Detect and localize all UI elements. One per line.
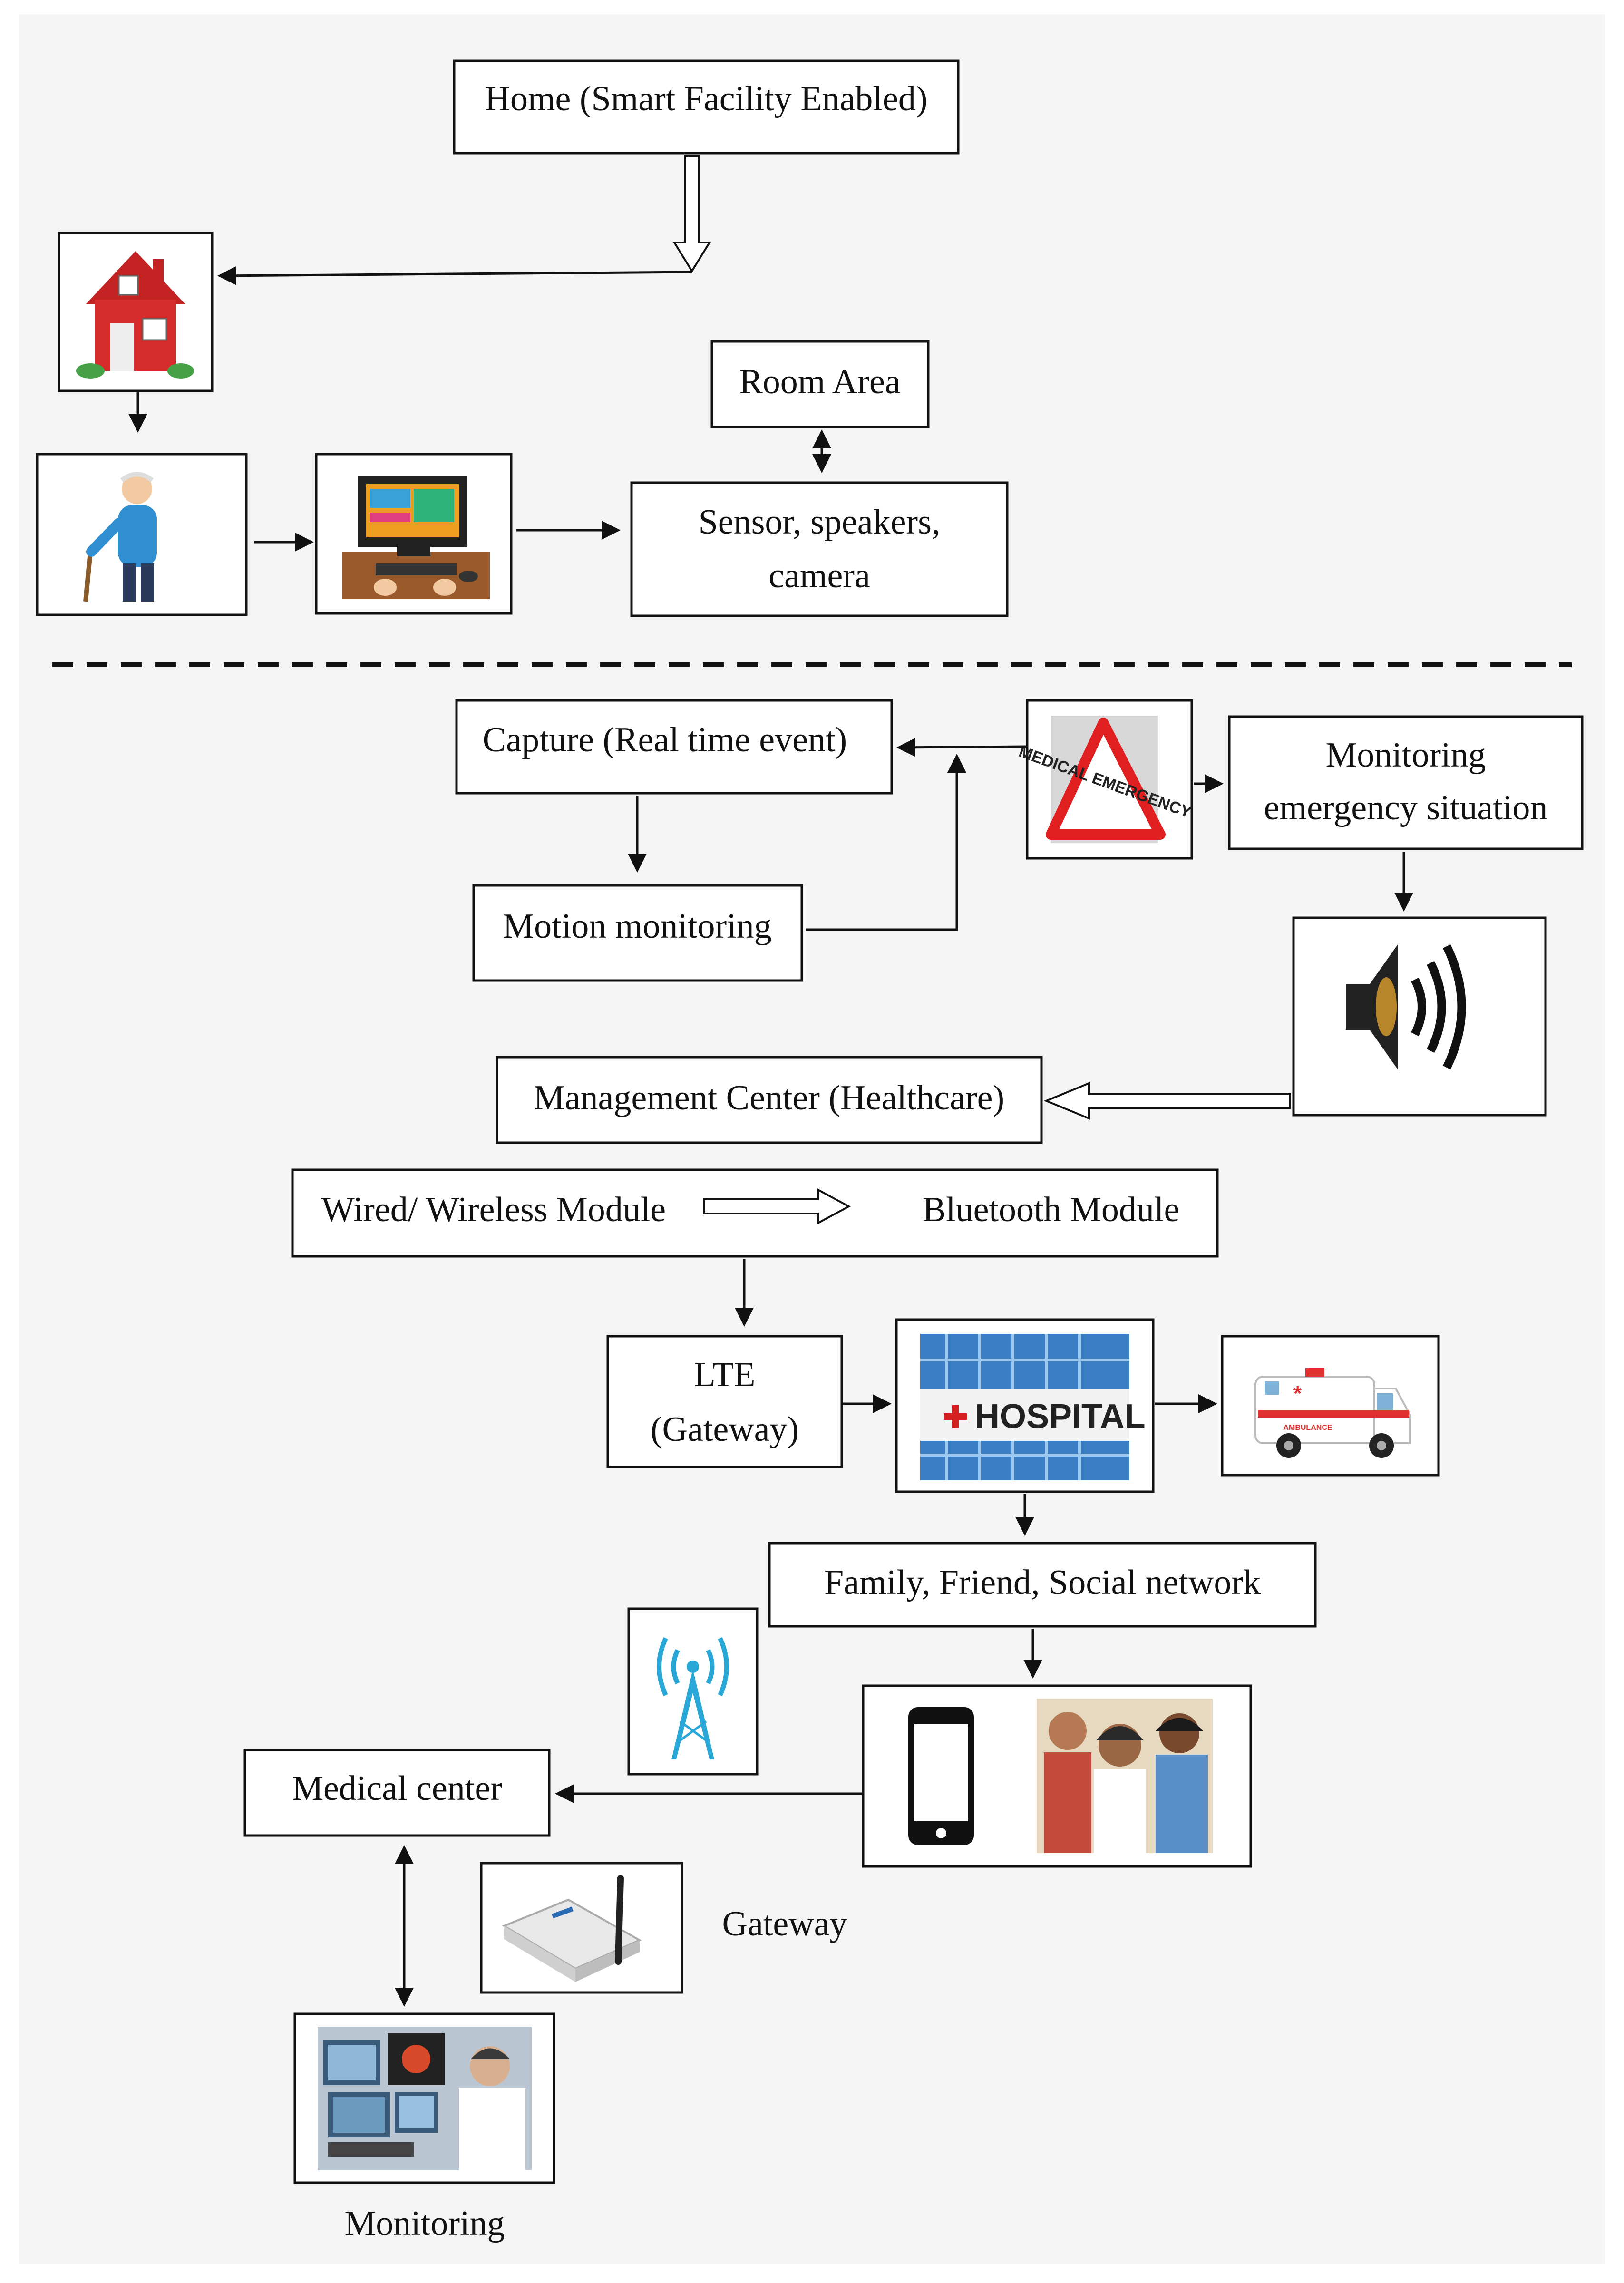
sensor-box: Sensor, speakers, camera — [630, 481, 1009, 617]
hospital-sign-text: HOSPITAL — [975, 1398, 1146, 1436]
management-label: Management Center (Healthcare) — [534, 1078, 1004, 1117]
monitoring-room-icon — [318, 2027, 532, 2170]
lte-label-line2: (Gateway) — [651, 1410, 799, 1449]
hospital-icon: HOSPITAL — [920, 1334, 1146, 1480]
house-image-box — [58, 232, 214, 392]
arrow-to-house — [217, 266, 692, 285]
speaker-box — [1292, 916, 1547, 1117]
house-icon — [76, 251, 194, 379]
bluetooth-label: Bluetooth Module — [923, 1190, 1180, 1229]
emergency-label-line2: emergency situation — [1264, 788, 1548, 827]
gateway-label: Gateway — [722, 1904, 847, 1943]
ambulance-icon: * AMBULANCE — [1254, 1368, 1411, 1458]
motion-label: Motion monitoring — [503, 907, 771, 946]
home-label: Home (Smart Facility Enabled) — [485, 79, 928, 118]
emergency-image-box: MEDICAL EMERGENCY — [1016, 699, 1194, 860]
sensor-label-line2: camera — [768, 556, 870, 595]
medical-label: Medical center — [292, 1769, 502, 1808]
speaker-icon — [1346, 944, 1466, 1070]
smartphone-icon — [908, 1707, 974, 1845]
svg-text:*: * — [1293, 1382, 1302, 1405]
lte-box: LTE (Gateway) — [606, 1335, 843, 1468]
gateway-router-icon — [502, 1875, 642, 1982]
arrow-motion-up — [806, 754, 966, 931]
monitoring-label: Monitoring — [344, 2204, 505, 2243]
management-box: Management Center (Healthcare) — [496, 1056, 1043, 1144]
phone-photo-box — [862, 1684, 1252, 1868]
ambulance-text: AMBULANCE — [1283, 1424, 1332, 1432]
emergency-monitoring-box: Monitoring emergency situation — [1228, 715, 1584, 850]
computer-icon — [342, 476, 490, 599]
sensor-label-line1: Sensor, speakers, — [699, 503, 941, 542]
capture-box: Capture (Real time event) — [455, 699, 893, 795]
room-area-box: Room Area — [710, 340, 930, 428]
monitoring-box — [293, 2012, 555, 2184]
home-box: Home (Smart Facility Enabled) — [453, 59, 960, 155]
arrow-emergency-to-capture — [896, 738, 1027, 757]
motion-box: Motion monitoring — [472, 884, 803, 982]
gateway-box — [480, 1862, 683, 1994]
hollow-right-arrow — [703, 1188, 851, 1225]
hollow-down-arrow — [672, 155, 711, 273]
signal-tower-icon — [657, 1637, 729, 1759]
lte-label-line1: LTE — [694, 1355, 756, 1394]
family-label: Family, Friend, Social network — [824, 1563, 1261, 1602]
computer-box — [315, 453, 513, 615]
hollow-left-arrow — [1043, 1082, 1291, 1120]
family-photo-icon — [1037, 1699, 1213, 1853]
elderly-person-icon — [83, 472, 157, 602]
elderly-person-box — [36, 453, 248, 616]
wired-label: Wired/ Wireless Module — [321, 1190, 666, 1229]
emergency-label-line1: Monitoring — [1325, 736, 1486, 775]
ambulance-box: * AMBULANCE — [1221, 1335, 1440, 1477]
module-box: Wired/ Wireless Module Bluetooth Module — [291, 1168, 1219, 1258]
tower-box — [627, 1607, 759, 1776]
hospital-box: HOSPITAL — [895, 1318, 1155, 1493]
capture-label: Capture (Real time event) — [483, 720, 847, 759]
family-box: Family, Friend, Social network — [768, 1542, 1317, 1628]
medical-center-box: Medical center — [243, 1749, 551, 1837]
room-area-label: Room Area — [739, 362, 900, 401]
